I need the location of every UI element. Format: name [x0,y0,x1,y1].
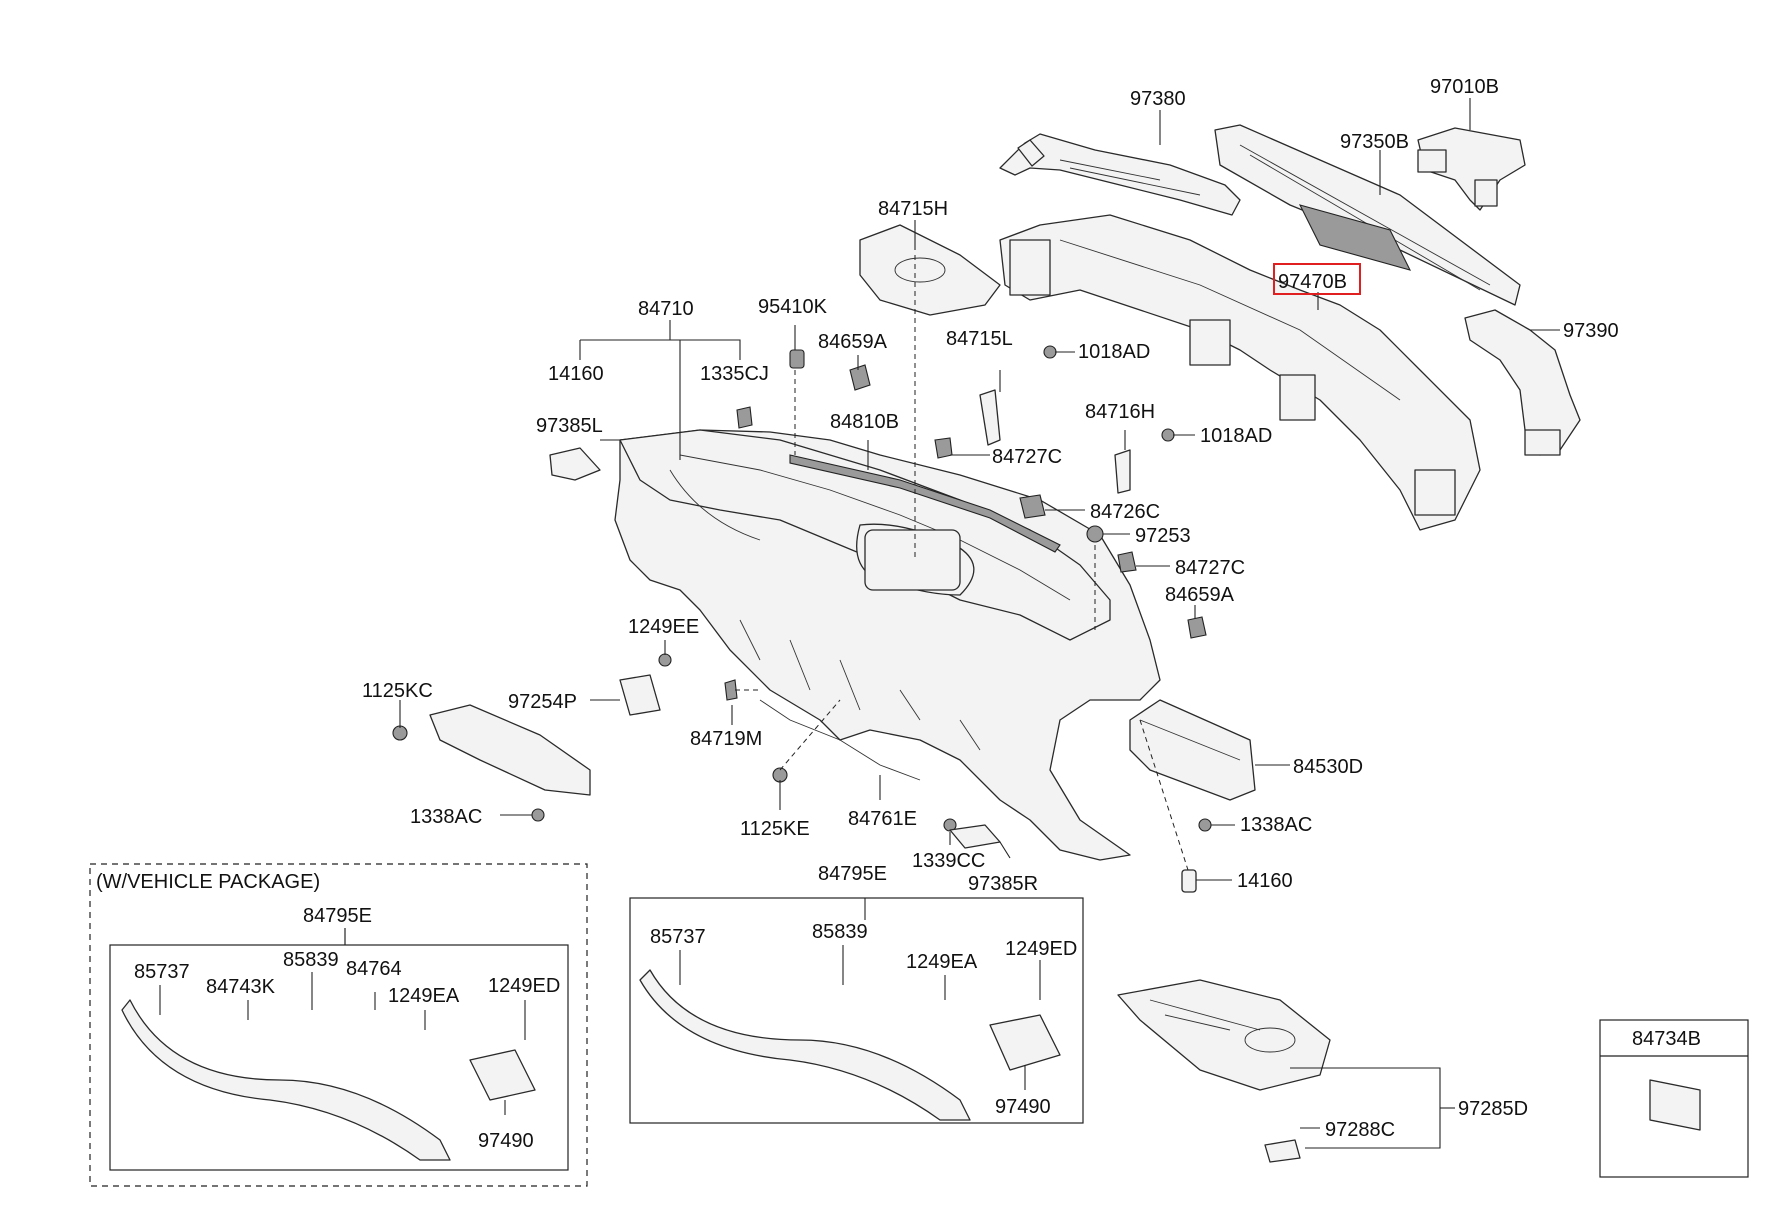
duct-97010B[interactable] [1417,127,1526,211]
decal-84734B[interactable] [1649,1079,1701,1131]
label-95410K[interactable]: 95410K [758,296,828,318]
label-84716H[interactable]: 84716H [1085,401,1155,423]
vehicle-package-frame [89,863,588,1187]
vehicle-package-note: (W/VEHICLE PACKAGE) [96,871,320,893]
label-97285D[interactable]: 97285D [1458,1098,1528,1120]
label-97385R[interactable]: 97385R [968,873,1038,895]
label-1018AD-top[interactable]: 1018AD [1078,341,1150,363]
label-1249EA-left[interactable]: 1249EA [388,985,460,1007]
label-1249EA-mid[interactable]: 1249EA [906,951,978,973]
label-84810B[interactable]: 84810B [830,411,899,433]
label-84761E[interactable]: 84761E [848,808,917,830]
bracket-left[interactable] [429,704,591,796]
duct-97380[interactable] [999,133,1241,216]
vent-97490-mid[interactable] [989,1014,1061,1071]
screw-1018AD-top[interactable] [1043,345,1057,359]
clip-84719M[interactable] [724,679,738,701]
label-84727C-mid[interactable]: 84727C [1175,557,1245,579]
clip-84727C-top[interactable] [934,437,953,459]
bracket-84716H[interactable] [1114,449,1131,494]
vent-97385R[interactable] [949,824,1001,849]
leader-lines [344,98,1560,1149]
label-97470B[interactable]: 97470B [1278,271,1347,293]
nut-1338AC-right[interactable] [1198,818,1212,832]
crash-pad-main-panel[interactable] [614,429,1161,861]
speaker-grille-84810B[interactable] [864,529,961,591]
label-97288C[interactable]: 97288C [1325,1119,1395,1141]
label-85839-mid[interactable]: 85839 [812,921,868,943]
label-1125KC[interactable]: 1125KC [362,680,433,702]
label-85737-left[interactable]: 85737 [134,961,190,983]
label-97253[interactable]: 97253 [1135,525,1191,547]
clip-84659A-mid[interactable] [1187,616,1207,639]
label-1018AD-mid[interactable]: 1018AD [1200,425,1272,447]
bracket-84715L[interactable] [979,389,1001,446]
latch-97288C[interactable] [1264,1139,1301,1163]
vent-97385L[interactable] [549,447,601,481]
label-97380[interactable]: 97380 [1130,88,1186,110]
cover-84795E-mid[interactable] [639,969,971,1121]
label-1249ED-left[interactable]: 1249ED [488,975,560,997]
panel-84715H[interactable] [859,224,1001,316]
label-84743K[interactable]: 84743K [206,976,276,998]
label-84734B[interactable]: 84734B [1632,1028,1701,1050]
label-97254P[interactable]: 97254P [508,691,577,713]
nut-1338AC-left[interactable] [531,808,545,822]
part-box-84734B [1599,1019,1749,1178]
label-84710[interactable]: 84710 [638,298,694,320]
label-1125KE[interactable]: 1125KE [740,818,810,840]
duct-97350B[interactable] [1214,124,1521,306]
label-1249EE[interactable]: 1249EE [628,616,699,638]
vent-97254P[interactable] [619,674,661,716]
label-84795E-left[interactable]: 84795E [303,905,372,927]
label-85839-left[interactable]: 85839 [283,949,339,971]
label-97490-left[interactable]: 97490 [478,1130,534,1152]
label-97350B[interactable]: 97350B [1340,131,1409,153]
bolt-1125KE[interactable] [772,767,788,783]
label-84726C[interactable]: 84726C [1090,501,1160,523]
bolt-1125KC[interactable] [392,725,408,741]
duct-97390[interactable] [1464,309,1581,456]
label-1249ED-mid[interactable]: 1249ED [1005,938,1077,960]
label-84764[interactable]: 84764 [346,958,402,980]
label-97385L[interactable]: 97385L [536,415,603,437]
label-84795E-mid[interactable]: 84795E [818,863,887,885]
glove-box-97285D[interactable] [1117,979,1331,1091]
label-84715H[interactable]: 84715H [878,198,948,220]
clip-84726C[interactable] [1019,494,1046,519]
label-84530D[interactable]: 84530D [1293,756,1363,778]
inset-box-left [109,944,569,1171]
label-14160-left[interactable]: 14160 [548,363,604,385]
label-1338AC-left[interactable]: 1338AC [410,806,482,828]
label-84727C-top[interactable]: 84727C [992,446,1062,468]
clip-84727C-mid[interactable] [1117,551,1137,573]
label-97390[interactable]: 97390 [1563,320,1619,342]
fastener-95410K[interactable] [789,349,805,369]
label-84719M[interactable]: 84719M [690,728,762,750]
fastener-97253[interactable] [1086,525,1104,543]
label-85737-mid[interactable]: 85737 [650,926,706,948]
clip-1335CJ[interactable] [736,406,753,429]
screw-1249EE[interactable] [658,653,672,667]
vent-97490-left[interactable] [469,1049,536,1101]
label-14160-right[interactable]: 14160 [1237,870,1293,892]
inset-box-mid [629,897,1084,1124]
label-97490-mid[interactable]: 97490 [995,1096,1051,1118]
label-84659A-top[interactable]: 84659A [818,331,888,353]
bolt-14160-right[interactable] [1181,869,1197,893]
label-1339CC[interactable]: 1339CC [912,850,985,872]
label-1338AC-right[interactable]: 1338AC [1240,814,1312,836]
duct-97470B[interactable] [999,214,1481,531]
highlight-box-97470B [1273,263,1361,295]
airbag-module-84530D[interactable] [1129,699,1256,801]
label-84659A-mid[interactable]: 84659A [1165,584,1235,606]
part-labels: 97380 97010B 97350B 84715H 97470B 97390 … [96,76,1701,1152]
label-84715L[interactable]: 84715L [946,328,1013,350]
clip-84659A-top[interactable] [849,364,871,391]
screw-1018AD-mid[interactable] [1161,428,1175,442]
label-97010B[interactable]: 97010B [1430,76,1499,98]
cover-84795E-left[interactable] [121,999,451,1161]
label-1335CJ[interactable]: 1335CJ [700,363,769,385]
